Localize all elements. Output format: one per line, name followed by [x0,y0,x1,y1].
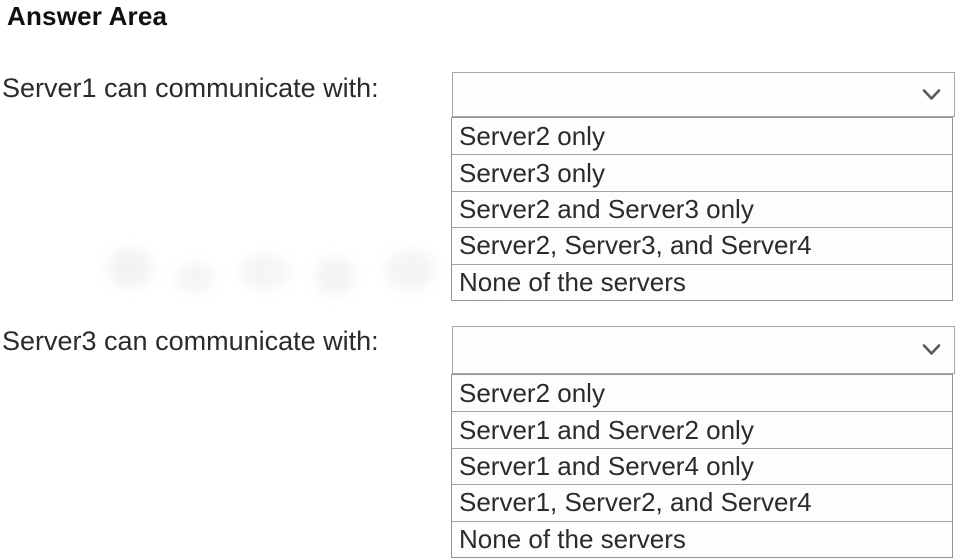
question1-dropdown[interactable] [452,72,955,117]
question2-label: Server3 can communicate with: [2,326,379,356]
question2-options-list: Server2 only Server1 and Server2 only Se… [451,374,953,558]
option-label: Server2, Server3, and Server4 [459,230,812,261]
option-item[interactable]: None of the servers [452,263,952,300]
question2-dropdown[interactable] [452,326,955,374]
option-item[interactable]: Server2 only [452,118,952,155]
option-label: Server1 and Server4 only [459,450,754,481]
option-label: Server1, Server2, and Server4 [459,487,812,518]
option-item[interactable]: Server2 and Server3 only [452,190,952,228]
option-label: None of the servers [459,266,686,297]
option-item[interactable]: Server1 and Server4 only [452,447,952,485]
option-label: Server1 and Server2 only [459,414,754,445]
option-item[interactable]: Server1, Server2, and Server4 [452,484,952,521]
option-label: Server2 only [459,377,605,408]
question1-options-list: Server2 only Server3 only Server2 and Se… [451,117,953,301]
page-title: Answer Area [7,1,168,31]
option-item[interactable]: None of the servers [452,520,952,557]
option-item[interactable]: Server1 and Server2 only [452,411,952,448]
option-item[interactable]: Server2 only [452,375,952,412]
option-label: Server2 and Server3 only [459,193,754,224]
option-label: None of the servers [459,523,686,554]
option-label: Server2 only [459,120,605,151]
chevron-down-icon [922,344,941,355]
question1-label: Server1 can communicate with: [2,73,379,103]
option-label: Server3 only [459,157,605,188]
chevron-down-icon [922,88,941,100]
option-item[interactable]: Server3 only [452,154,952,191]
option-item[interactable]: Server2, Server3, and Server4 [452,227,952,264]
